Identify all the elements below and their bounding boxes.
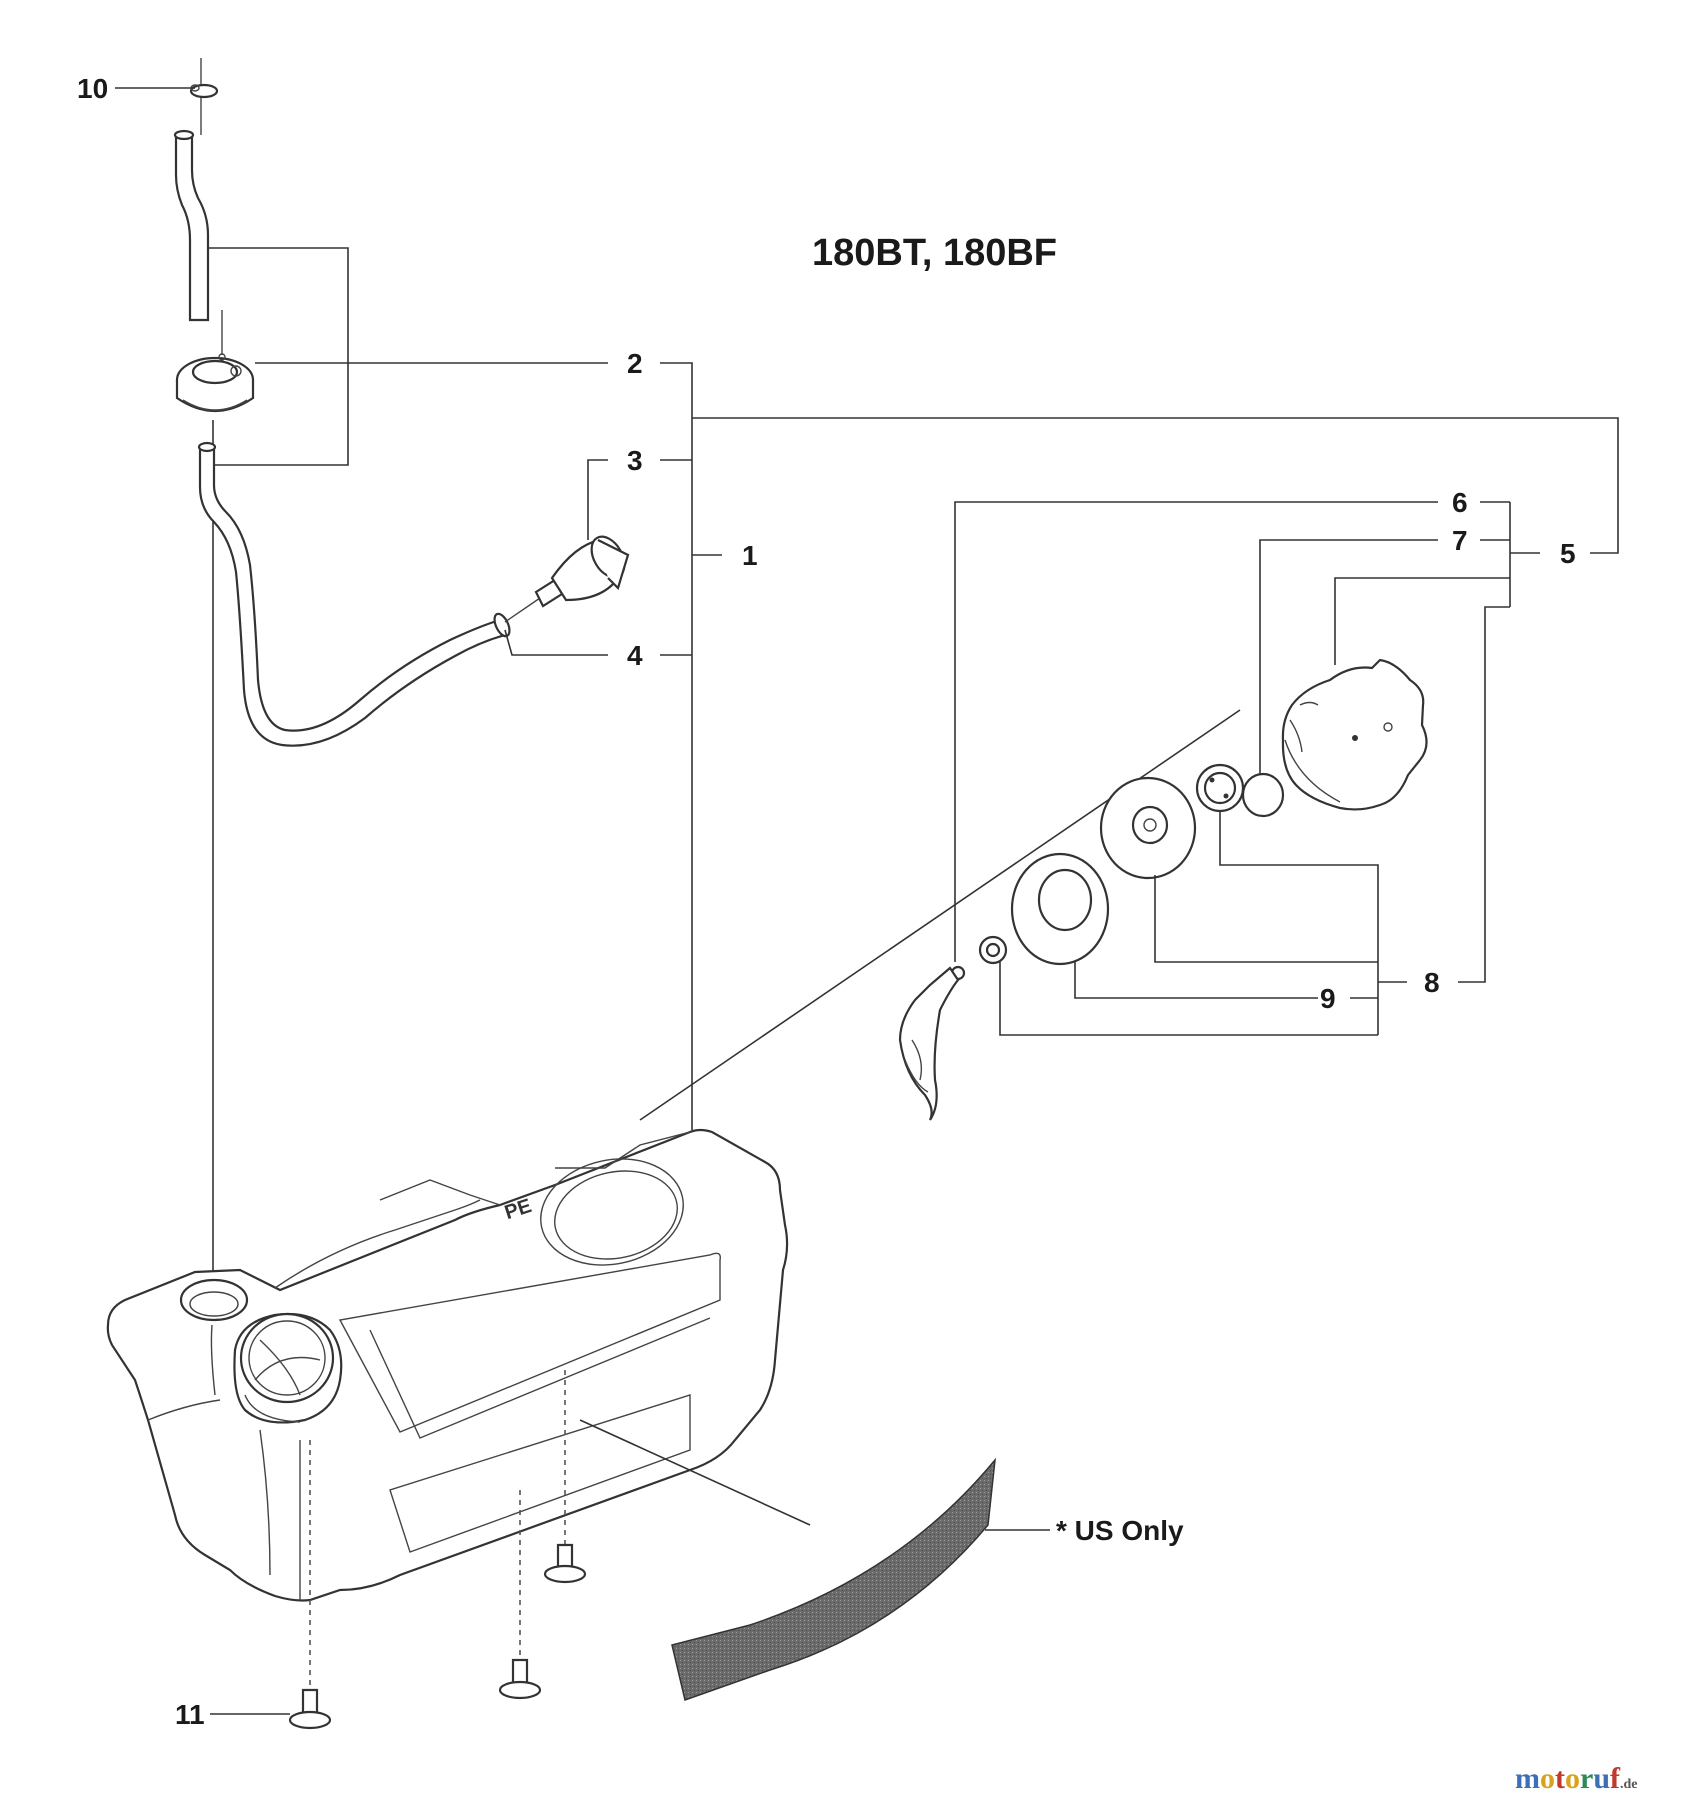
callout-2: 2	[627, 348, 643, 379]
vent-hose-part	[174, 133, 210, 322]
mounting-screw-part	[288, 1440, 332, 1730]
diagram-title: 180BT, 180BF	[812, 232, 1057, 274]
callout-1: 1	[742, 540, 758, 571]
fuel-cap-assembly	[639, 658, 1428, 1121]
callout-4: 4	[627, 640, 643, 671]
callout-6: 6	[1452, 487, 1468, 518]
fuel-filter-part	[504, 535, 630, 623]
fuel-cap-part	[1281, 658, 1428, 811]
fuel-hose-assembly	[173, 58, 630, 1320]
callout-10: 10	[77, 73, 108, 104]
callout-5: 5	[1560, 538, 1576, 569]
mounting-screw-part-2	[498, 1490, 542, 1700]
callout-11: 11	[175, 1699, 205, 1730]
fuel-tank-part: PE	[106, 1128, 789, 1602]
callout-7: 7	[1452, 525, 1468, 556]
retainer-strap-part	[898, 966, 960, 1121]
watermark-text: motoruf.de	[1515, 1762, 1638, 1795]
vent-boss	[179, 1278, 249, 1322]
us-only-note: * US Only	[1056, 1515, 1184, 1546]
callout-8: 8	[1424, 967, 1440, 998]
decal-part	[671, 1457, 997, 1701]
mounting-screw-part-3	[543, 1370, 587, 1584]
fuel-hose-part	[198, 445, 507, 747]
hose-clamp-part	[189, 83, 219, 99]
leader-lines	[115, 87, 1619, 1715]
callout-9: 9	[1320, 983, 1336, 1014]
callout-3: 3	[627, 445, 643, 476]
watermark-logo: motoruf.de	[1515, 1762, 1638, 1795]
ball-part	[1241, 772, 1285, 818]
filler-neck	[233, 1312, 343, 1424]
